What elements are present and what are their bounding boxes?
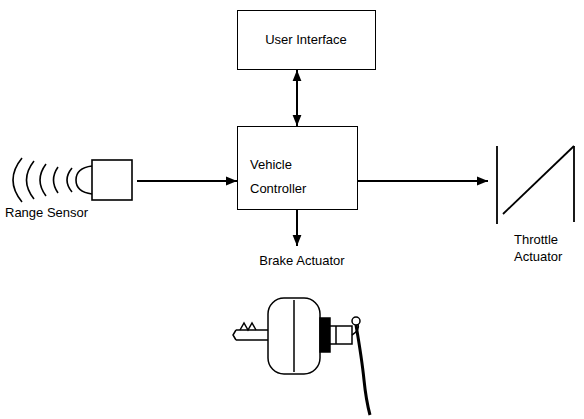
- signal-arrow: [137, 180, 237, 182]
- range-sensor-icon: [13, 158, 132, 202]
- signal-arrow: [296, 210, 298, 246]
- signal-arrow: [358, 180, 488, 182]
- node-label: User Interface: [238, 31, 374, 48]
- node-label: Throttle Actuator: [514, 231, 578, 265]
- node-label: Range Sensor: [5, 204, 133, 221]
- sensor-unit: Range Sensor: [3, 150, 137, 222]
- interface-box: User Interface: [237, 10, 376, 70]
- signal-arrow: [296, 70, 298, 126]
- brake-unit: Brake Actuator: [226, 246, 378, 416]
- brake-booster-icon: [233, 298, 370, 415]
- controller-box: Vehicle Controller: [237, 126, 358, 210]
- node-label: Brake Actuator: [226, 252, 378, 269]
- node-label: Vehicle Controller: [250, 153, 332, 201]
- throttle-icon: [497, 146, 574, 224]
- throttle-unit: Throttle Actuator: [488, 140, 581, 266]
